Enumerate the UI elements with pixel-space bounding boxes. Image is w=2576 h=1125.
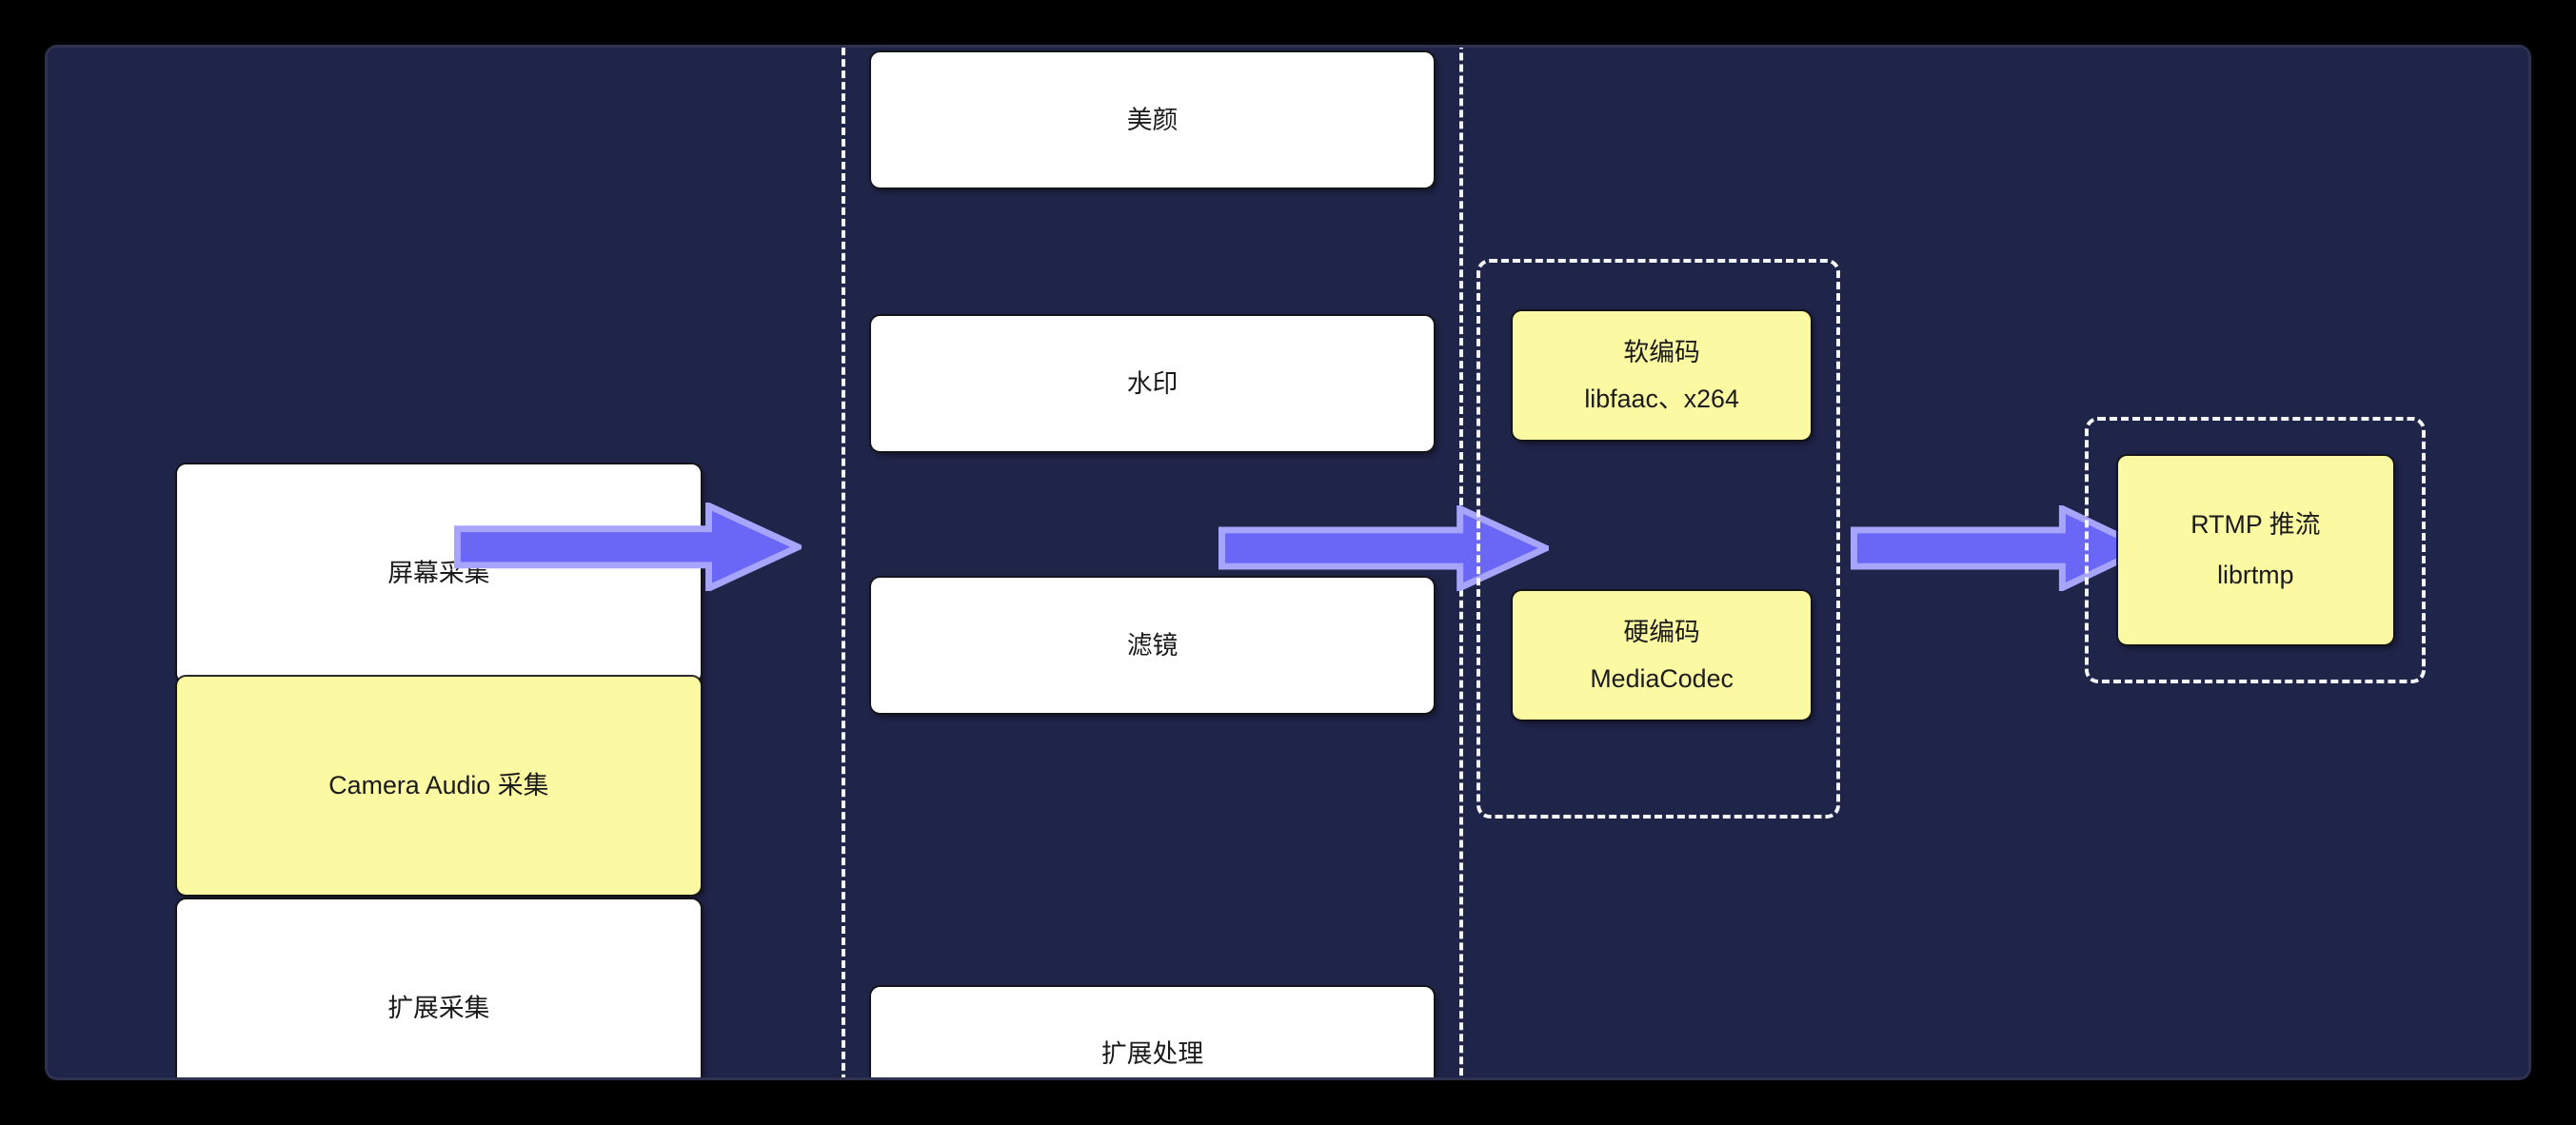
arrow-processing-to-encoding	[1219, 505, 1550, 592]
node-extended-capture-label: 扩展采集	[387, 993, 490, 1022]
node-rtmp-push-sublabel: librtmp	[2217, 561, 2294, 589]
node-extended-processing-label: 扩展处理	[1100, 1039, 1204, 1069]
node-soft-encoding-sublabel: libfaac、x264	[1584, 384, 1739, 413]
node-hard-encoding-sublabel: MediaCodec	[1590, 663, 1734, 693]
node-beauty-label: 美颜	[1126, 105, 1179, 134]
node-beauty[interactable]: 美颜	[871, 52, 1434, 188]
arrow-capture-to-processing	[454, 502, 803, 592]
node-hard-encoding-label: 硬编码	[1623, 617, 1700, 646]
node-soft-encoding-label: 软编码	[1623, 337, 1700, 366]
node-extended-processing[interactable]: 扩展处理	[871, 986, 1434, 1077]
node-watermark-label: 水印	[1126, 368, 1179, 398]
arrow-label-pcm: PCM	[576, 578, 637, 608]
arrow-encoding-to-streaming	[1850, 505, 2149, 592]
node-soft-encoding[interactable]: 软编码 libfaac、x264	[1513, 310, 1811, 441]
node-camera-audio-capture-label: Camera Audio 采集	[328, 771, 549, 800]
node-rtmp-push[interactable]: RTMP 推流 librtmp	[2118, 456, 2393, 644]
arrow-label-yuv-rgb: YUV、RGB	[533, 464, 675, 495]
node-rtmp-push-label: RTMP 推流	[2190, 510, 2321, 540]
node-camera-audio-capture[interactable]: Camera Audio 采集	[176, 677, 702, 895]
node-filter-label: 滤镜	[1126, 630, 1179, 660]
node-filter[interactable]: 滤镜	[871, 578, 1434, 714]
node-watermark[interactable]: 水印	[871, 316, 1434, 452]
diagram-canvas: 屏幕采集 Camera Audio 采集 扩展采集 YUV、RGB PCM 美颜…	[48, 48, 2528, 1077]
encoding-stage-group	[1476, 258, 1841, 819]
node-extended-capture[interactable]: 扩展采集	[176, 899, 702, 1077]
node-hard-encoding[interactable]: 硬编码 MediaCodec	[1513, 591, 1811, 720]
streaming-stage-group	[2085, 416, 2427, 684]
